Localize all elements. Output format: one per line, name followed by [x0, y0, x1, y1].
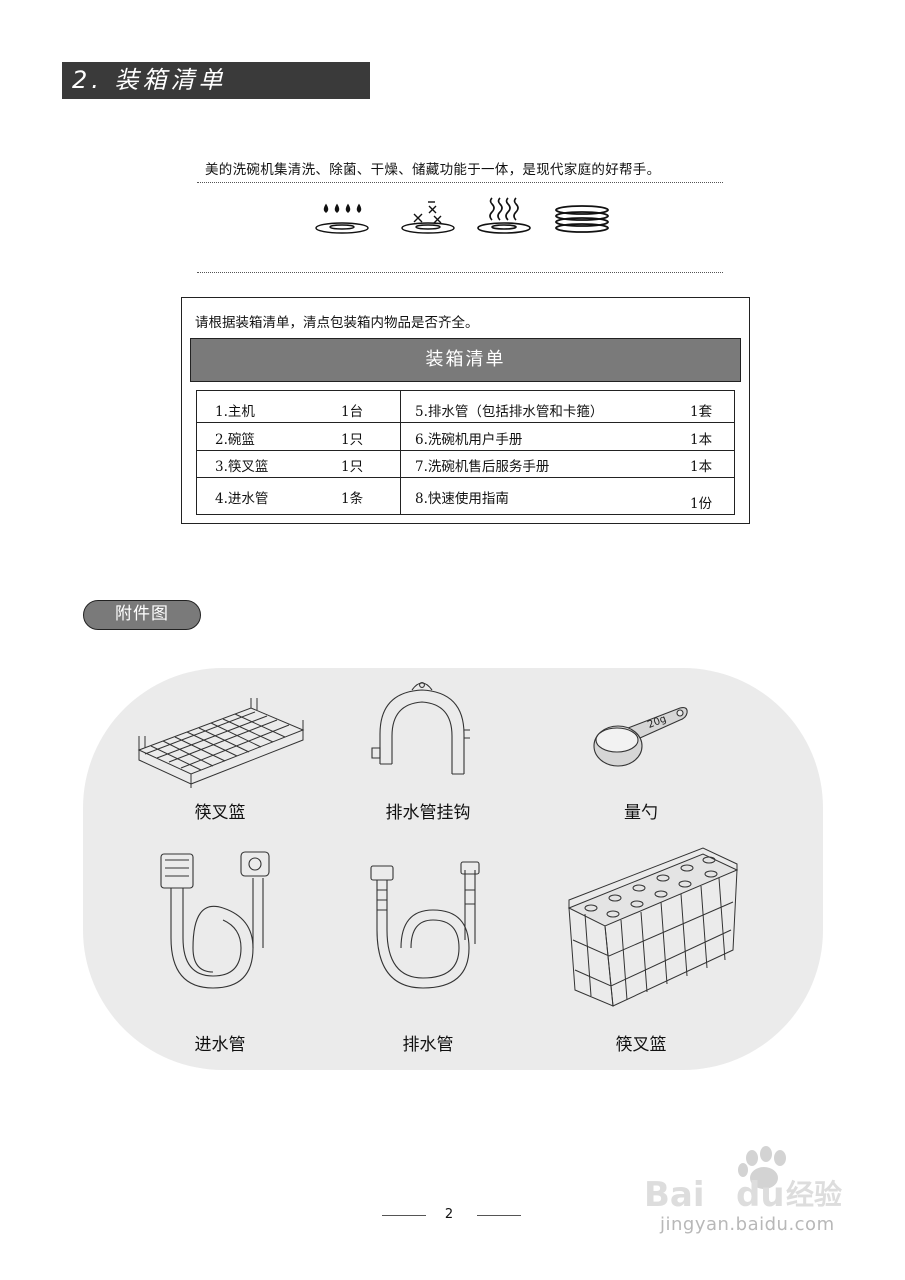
- item-name: 7.洗碗机售后服务手册: [415, 459, 550, 475]
- packing-list-box: [181, 297, 750, 524]
- accessory-label: 进水管: [194, 1035, 246, 1055]
- item-qty: 1条: [341, 491, 364, 507]
- drain-hook-icon: [371, 682, 470, 775]
- packing-list-table: 1.主机 1台 2.碗篮 1只 3.筷叉篮 1只 4.进水管 1条 5.排水管（…: [196, 390, 735, 515]
- measuring-spoon-icon: 20g: [593, 707, 688, 767]
- table-divider-vertical: [400, 391, 401, 514]
- item-name: 1.主机: [215, 404, 255, 420]
- packing-instruction: 请根据装箱清单，清点包装箱内物品是否齐全。: [195, 315, 479, 331]
- svg-text:du: du: [736, 1175, 785, 1215]
- page-number: 2: [444, 1207, 454, 1222]
- item-name: 8.快速使用指南: [415, 491, 509, 507]
- accessory-label: 排水管: [402, 1035, 454, 1055]
- watermark-url: jingyan.baidu.com: [660, 1214, 835, 1235]
- footer-line-right: [477, 1215, 521, 1216]
- packing-list-header: 装箱清单: [190, 338, 741, 382]
- inlet-hose-icon: [160, 851, 270, 989]
- item-name: 4.进水管: [215, 491, 269, 507]
- item-qty: 1本: [690, 459, 713, 475]
- item-name: 6.洗碗机用户手册: [415, 432, 523, 448]
- baidu-jingyan-watermark: Bai du 经验: [644, 1146, 842, 1215]
- item-qty: 1套: [690, 404, 713, 420]
- table-divider-row: [197, 450, 734, 451]
- cutlery-basket-icon: [567, 847, 739, 1007]
- feature-icon-row: [315, 197, 609, 234]
- drain-hose-icon: [370, 861, 480, 989]
- dotted-divider-top: [197, 182, 723, 183]
- item-qty: 1台: [341, 404, 364, 420]
- storage-icon: [555, 205, 609, 233]
- table-divider-row: [197, 477, 734, 478]
- dry-icon: [477, 197, 531, 234]
- wash-icon: [315, 203, 369, 234]
- item-name: 5.排水管（包括排水管和卡箍）: [415, 404, 604, 420]
- sterilize-icon: [401, 201, 455, 234]
- table-divider-row: [197, 422, 734, 423]
- svg-text:经验: 经验: [786, 1178, 842, 1211]
- cutlery-rack-icon: [137, 698, 305, 788]
- item-qty: 1只: [341, 459, 364, 475]
- accessory-label: 筷叉篮: [194, 803, 246, 823]
- item-qty: 1只: [341, 432, 364, 448]
- item-qty: 1本: [690, 432, 713, 448]
- footer-line-left: [382, 1215, 426, 1216]
- accessory-label: 排水管挂钩: [385, 803, 471, 823]
- item-name: 3.筷叉篮: [215, 459, 269, 475]
- accessory-tag: 附件图: [83, 600, 201, 630]
- svg-text:Bai: Bai: [644, 1175, 705, 1215]
- accessory-label: 筷叉篮: [615, 1035, 667, 1055]
- intro-text: 美的洗碗机集清洗、除菌、干燥、储藏功能于一体，是现代家庭的好帮手。: [205, 162, 661, 178]
- section-title: 2. 装箱清单: [62, 62, 370, 99]
- accessory-panel: 20g: [83, 668, 823, 1070]
- item-name: 2.碗篮: [215, 432, 255, 448]
- dotted-divider-bottom: [197, 272, 723, 273]
- item-qty: 1份: [690, 496, 713, 512]
- accessory-label: 量勺: [624, 803, 658, 823]
